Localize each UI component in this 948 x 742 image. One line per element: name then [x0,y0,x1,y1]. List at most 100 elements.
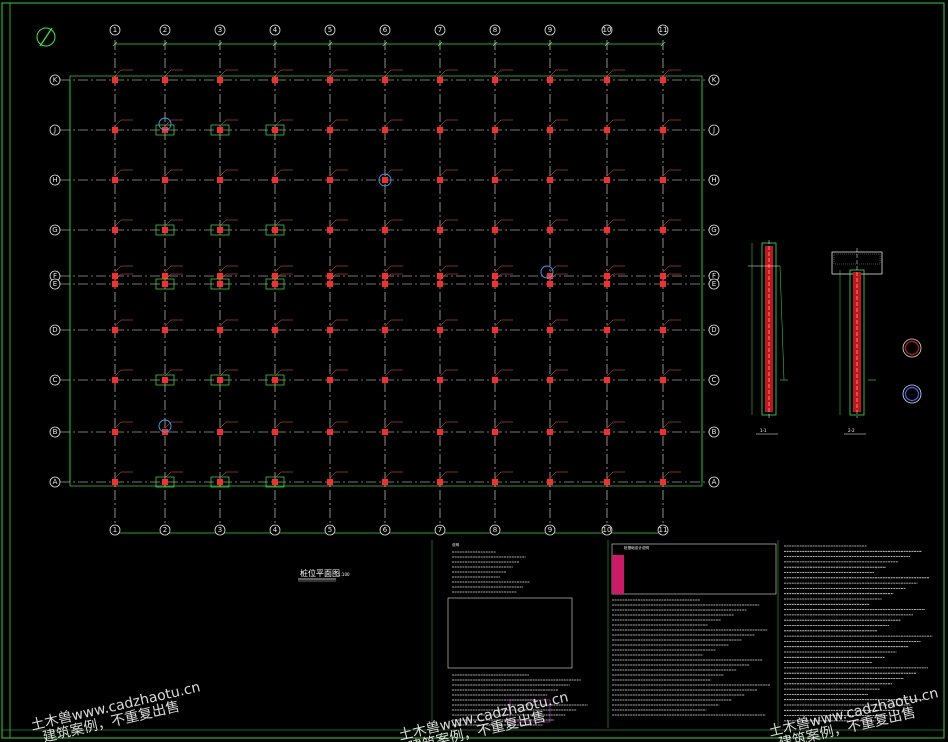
pile-marker [604,219,625,233]
svg-text:C: C [712,376,717,384]
axis-bubble-D: D [49,324,61,336]
north-arrow-icon [36,27,56,47]
axis-bubble-7: 7 [434,24,446,36]
plan-scale: 1:100 [338,572,350,577]
svg-text:6: 6 [383,526,388,534]
pile-marker [272,265,293,279]
section-2-label: 2-2 [848,428,855,433]
pile-marker [327,219,348,233]
pile-marker [162,69,183,83]
pile-marker [327,69,348,83]
axis-bubble-4: 4 [269,524,281,536]
svg-text:A: A [712,478,717,486]
axis-bubble-J: J [708,124,720,136]
pile-marker [660,265,681,279]
pile-marker [112,169,133,183]
pile-marker [547,265,568,279]
svg-text:B: B [53,428,58,436]
pile-marker [604,421,625,435]
svg-text:G: G [52,226,57,234]
pile-marker [210,471,238,488]
pile-marker [660,119,681,133]
notes-heading: 说明 [452,542,460,547]
svg-text:K: K [712,76,717,84]
pile-marker [437,319,458,333]
pile-marker [660,169,681,183]
pile-cap [210,476,230,488]
svg-text:2: 2 [163,26,167,34]
axis-bubble-10: 10 [601,24,613,36]
pile-marker [437,273,458,287]
axis-bubble-J: J [49,124,61,136]
pile-marker [492,169,513,183]
pile-marker [112,471,133,485]
pile-marker [604,265,625,279]
svg-text:3: 3 [218,26,222,34]
pile-cap [155,278,175,290]
pile-cap [210,374,230,386]
pile-cap [210,278,230,290]
pile-marker [272,421,293,435]
svg-text:H: H [52,176,57,184]
pile-marker [547,421,568,435]
pile-marker [265,369,293,386]
svg-text:8: 8 [493,26,497,34]
svg-text:5: 5 [328,526,332,534]
pile-marker [382,319,403,333]
pile-marker [327,421,348,435]
pile-marker [382,119,403,133]
pile-marker [155,471,183,488]
pile-marker [437,69,458,83]
axis-bubble-G: G [49,224,61,236]
pile-marker [272,69,293,83]
special-pile-circle [158,117,172,131]
pile-marker [492,265,513,279]
axis-bubble-2: 2 [159,24,171,36]
pile-marker [382,421,403,435]
pile-marker [437,119,458,133]
axis-bubble-G: G [708,224,720,236]
pile-marker [604,369,625,383]
pile-marker [604,169,625,183]
pile-cap [265,278,285,290]
axis-bubble-E: E [708,278,720,290]
pile-cap [155,224,175,236]
svg-text:9: 9 [548,526,552,534]
pile-marker [660,219,681,233]
svg-text:E: E [53,280,57,288]
section-1-label: 1-1 [760,428,767,433]
pile-marker [382,471,403,485]
svg-text:3: 3 [218,526,222,534]
svg-text:5: 5 [328,26,332,34]
pile-marker [162,265,183,279]
pile-marker [112,369,133,383]
pile-marker [492,369,513,383]
pile-cap [265,374,285,386]
svg-text:D: D [52,326,57,334]
axis-bubble-11: 11 [657,524,669,536]
pile-marker [112,219,133,233]
pile-marker [217,169,238,183]
svg-text:4: 4 [273,526,278,534]
pile-marker [547,273,568,287]
pile-spec-heading: 桩基础设计说明 [624,545,650,550]
pile-marker [265,471,293,488]
pile-marker [492,119,513,133]
axis-bubble-9: 9 [544,24,556,36]
svg-text:E: E [712,280,716,288]
pile-cross-section-bottom [902,384,922,404]
pile-marker [265,273,293,290]
pile-cap [210,124,230,136]
axis-bubble-4: 4 [269,24,281,36]
pile-marker [437,471,458,485]
pile-marker [437,369,458,383]
axis-bubble-1: 1 [109,24,121,36]
pile-marker [547,169,568,183]
pile-marker [155,219,183,236]
building-outline [69,75,703,487]
pile-marker [265,219,293,236]
svg-text:6: 6 [383,26,388,34]
pile-marker [210,273,238,290]
